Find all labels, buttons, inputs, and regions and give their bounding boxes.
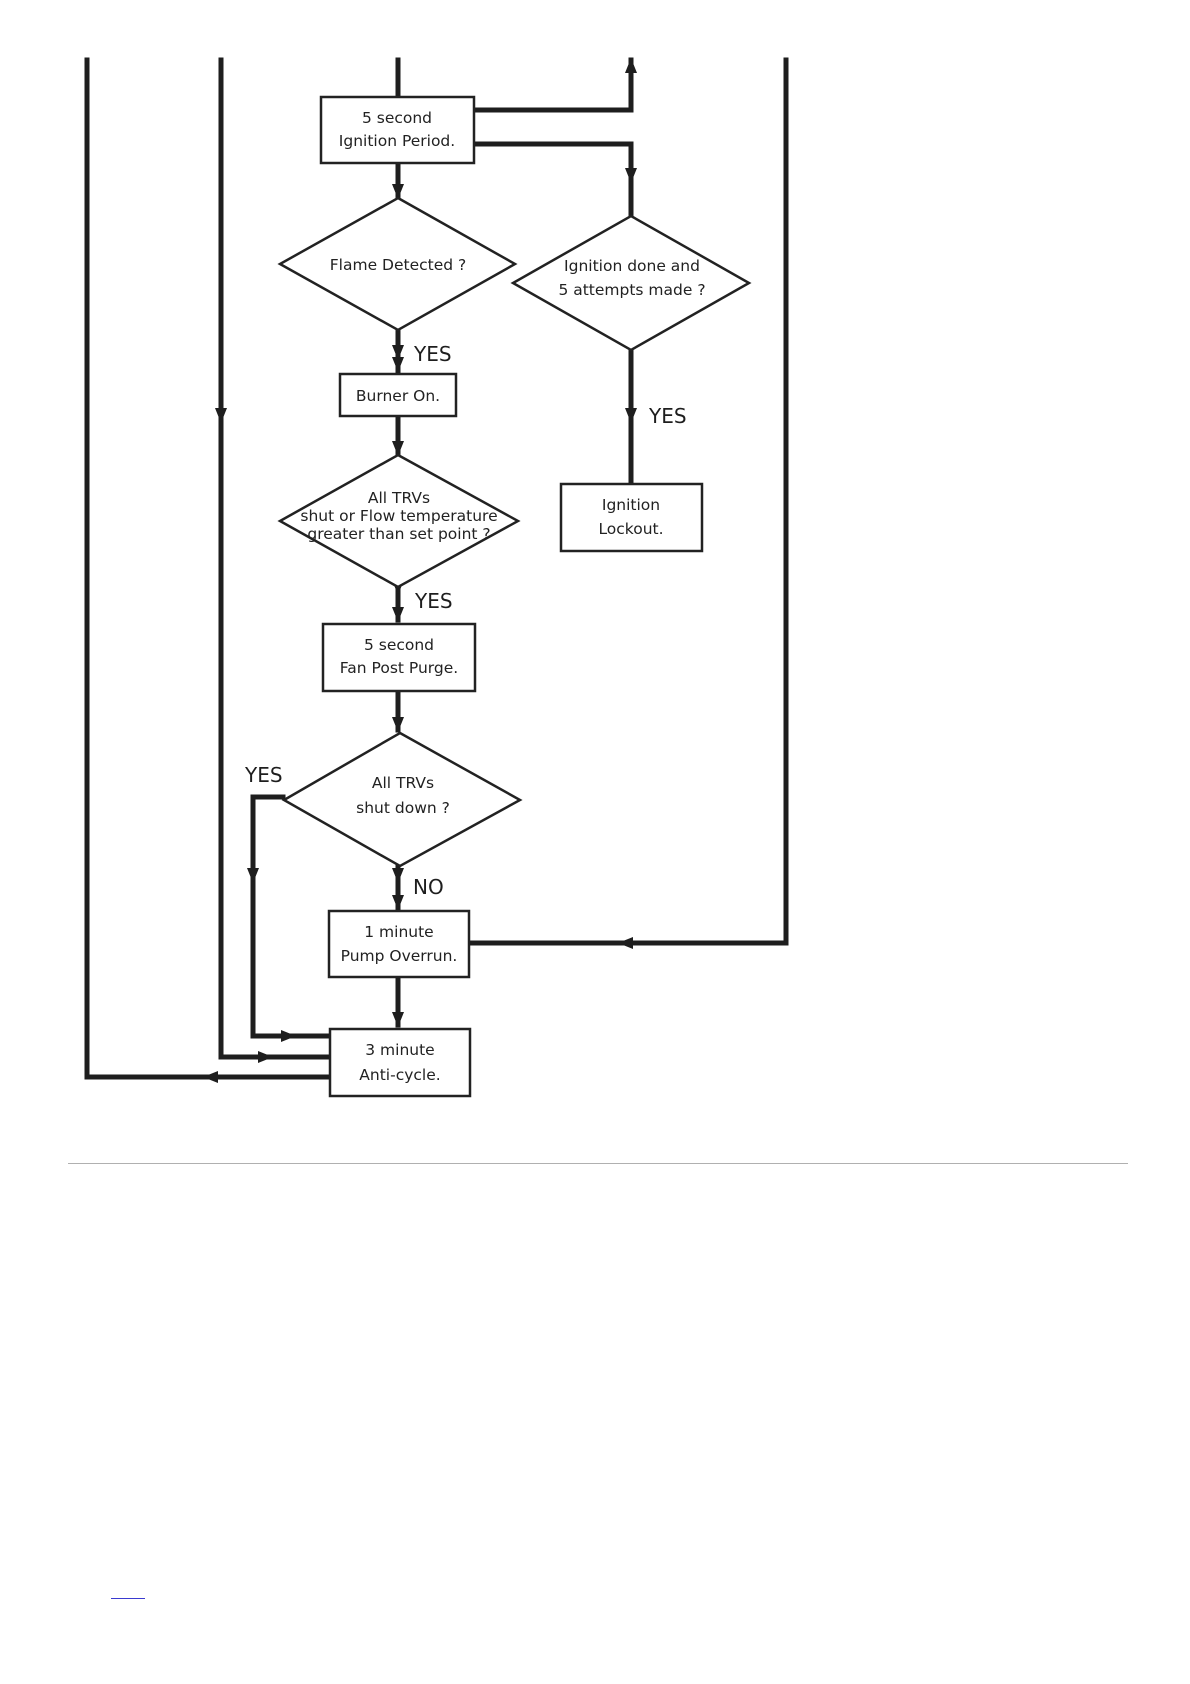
node-text: Ignition [602,496,660,514]
node-text: Ignition Period. [339,132,455,150]
horizontal-divider [68,1163,1128,1164]
node-ignition-attempts: Ignition done and 5 attempts made ? [513,216,749,350]
edge-label-flame-yes: YES [413,342,452,366]
node-ignition-lockout: Ignition Lockout. [561,484,702,551]
node-text: Burner On. [356,387,440,405]
arrow-head [392,717,404,732]
node-text: Lockout. [598,520,663,538]
node-text: Flame Detected ? [330,256,467,274]
flowchart-diagram: 5 second Ignition Period. Flame Detected… [0,0,1190,1160]
node-text: Anti-cycle. [359,1066,440,1084]
arrow-head [247,868,259,883]
node-text: All TRVs [372,774,434,792]
node-text: Fan Post Purge. [340,659,458,677]
arrow-head [215,408,227,423]
arrow-head [625,58,637,73]
arrow-head [625,168,637,183]
connector-ignition-up [475,60,631,110]
edge-label-trvs-shut-yes: YES [244,763,283,787]
node-text: 3 minute [365,1041,434,1059]
node-trvs-shut: All TRVs shut down ? [284,733,520,866]
node-text: shut down ? [356,799,450,817]
node-text: 5 second [362,109,432,127]
node-fan-post-purge: 5 second Fan Post Purge. [323,624,475,691]
arrow-head [281,1030,296,1042]
arrow-head [618,937,633,949]
arrow-head [392,607,404,622]
connector-left-outer [87,60,328,1077]
node-text: 1 minute [364,923,433,941]
connector-left-inner [221,60,328,1057]
arrow-head [392,868,404,883]
connector-trvsshut-anticycle [253,797,328,1036]
node-trvs-flow: All TRVs shut or Flow temperature greate… [280,455,518,587]
arrow-head [625,408,637,423]
arrow-head [392,1012,404,1027]
node-ignition-period: 5 second Ignition Period. [321,97,474,163]
page-link-underline[interactable] [111,1598,145,1599]
node-text: 5 attempts made ? [558,281,705,299]
edge-label-attempts-yes: YES [648,404,687,428]
node-burner-on: Burner On. [340,374,456,416]
node-flame-detected: Flame Detected ? [280,198,515,330]
edge-label-trvs-shut-no: NO [413,875,444,899]
node-pump-overrun: 1 minute Pump Overrun. [329,911,469,977]
arrow-head [203,1071,218,1083]
arrow-head [392,895,404,910]
node-text: shut or Flow temperature [300,507,497,525]
node-text: 5 second [364,636,434,654]
node-anti-cycle: 3 minute Anti-cycle. [330,1029,470,1096]
arrow-head [258,1051,273,1063]
node-text: Pump Overrun. [341,947,458,965]
edge-label-trvs-flow-yes: YES [414,589,453,613]
node-text: Ignition done and [564,257,700,275]
connector-ignition-attempts [475,144,631,215]
node-text: greater than set point ? [307,525,490,543]
node-text: All TRVs [368,489,430,507]
